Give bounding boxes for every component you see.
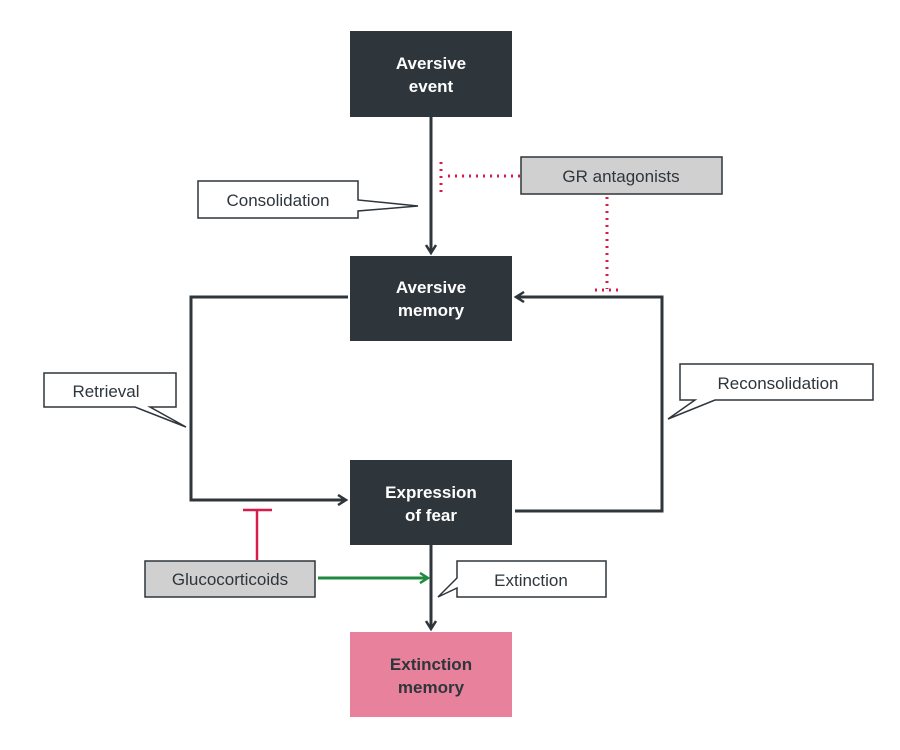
node-label: Aversive bbox=[396, 278, 466, 297]
node-label: memory bbox=[398, 301, 465, 320]
extinction-callout bbox=[437, 560, 607, 598]
glucocorticoids-box: Glucocorticoids bbox=[144, 560, 316, 598]
reconsolidation-label: Reconsolidation bbox=[718, 374, 839, 393]
node-label: event bbox=[409, 77, 454, 96]
retrieval-arrow bbox=[189, 295, 348, 500]
node-label: Aversive bbox=[396, 54, 466, 73]
consolidation-label: Consolidation bbox=[226, 191, 329, 210]
consolidation-callout bbox=[197, 180, 419, 219]
node-aversive-memory: Aversive memory bbox=[350, 256, 512, 341]
node-label: of fear bbox=[405, 506, 457, 525]
glucocorticoids-label: Glucocorticoids bbox=[172, 570, 288, 589]
gr-antagonists-box: GR antagonists bbox=[520, 156, 723, 195]
node-expression-of-fear: Expression of fear bbox=[350, 460, 512, 545]
node-label: memory bbox=[398, 678, 465, 697]
node-label: Expression bbox=[385, 483, 477, 502]
reconsolidation-arrow bbox=[515, 297, 664, 513]
node-extinction-memory: Extinction memory bbox=[350, 632, 512, 717]
extinction-label: Extinction bbox=[494, 571, 568, 590]
node-label: Extinction bbox=[390, 655, 472, 674]
reconsolidation-callout bbox=[667, 363, 874, 420]
retrieval-callout bbox=[43, 372, 187, 428]
retrieval-label: Retrieval bbox=[72, 382, 139, 401]
gr-antagonists-label: GR antagonists bbox=[562, 167, 679, 186]
node-aversive-event: Aversive event bbox=[350, 31, 512, 117]
